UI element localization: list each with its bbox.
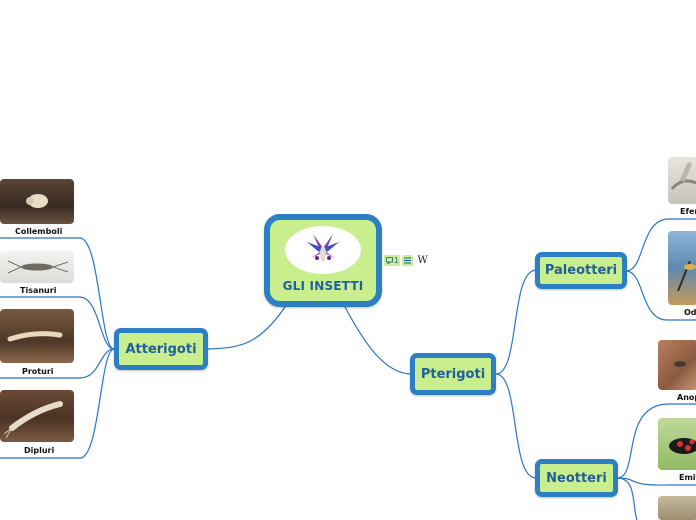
link-central-pterigoti [344,305,411,374]
central-image [285,226,361,274]
link-pterigoti-paleotteri [496,270,536,374]
notes-count: 1 [394,255,398,266]
link-paleotteri-efemerotteri [626,219,668,271]
insect-logo-icon [285,226,361,274]
notes-icon[interactable]: 1 [384,255,400,266]
link-atterigoti-collemboli [80,238,114,349]
topic-icons: 1 W [384,255,428,266]
proturi-photo [0,309,74,363]
list-icon[interactable] [402,255,413,266]
central-topic[interactable]: GLI INSETTI [264,214,382,307]
branch-atterigoti[interactable]: Atterigoti [114,328,208,370]
tisanuri-photo [0,251,74,283]
anopluri-photo [658,340,696,390]
next-leaf-photo [658,496,696,520]
link-pterigoti-neotteri [496,374,536,478]
dipluri-photo [0,390,74,442]
link-neotteri-emitteri [617,478,668,485]
tisanuri-label: Tisanuri [20,286,56,295]
proturi-label: Proturi [22,367,54,376]
branch-paleotteri[interactable]: Paleotteri [535,252,627,289]
link-atterigoti-tisanuri [80,297,114,349]
odonati-photo [668,231,696,305]
dipluri-label: Dipluri [24,446,54,455]
branch-paleotteri-label: Paleotteri [545,263,617,278]
branch-atterigoti-label: Atterigoti [125,342,196,357]
efemerotteri-label: Efem [680,207,696,216]
collemboli-photo [0,179,74,224]
link-atterigoti-dipluri [80,349,114,458]
collemboli-label: Collemboli [15,227,62,236]
central-title: GLI INSETTI [270,279,376,293]
branch-pterigoti-label: Pterigoti [421,367,485,382]
comment-icon [386,257,393,264]
link-central-atterigoti [208,304,287,349]
odonati-label: Od [684,308,696,317]
anopluri-label: Anop [677,393,696,402]
link-neotteri-more [617,478,640,520]
branch-neotteri[interactable]: Neotteri [535,459,618,497]
branch-pterigoti[interactable]: Pterigoti [410,353,496,395]
efemerotteri-photo [668,157,696,204]
emitteri-label: Emit [679,473,696,482]
emitteri-photo [658,418,696,470]
link-paleotteri-odonati [626,271,668,320]
wikipedia-icon[interactable]: W [417,255,427,266]
branch-neotteri-label: Neotteri [546,471,607,486]
